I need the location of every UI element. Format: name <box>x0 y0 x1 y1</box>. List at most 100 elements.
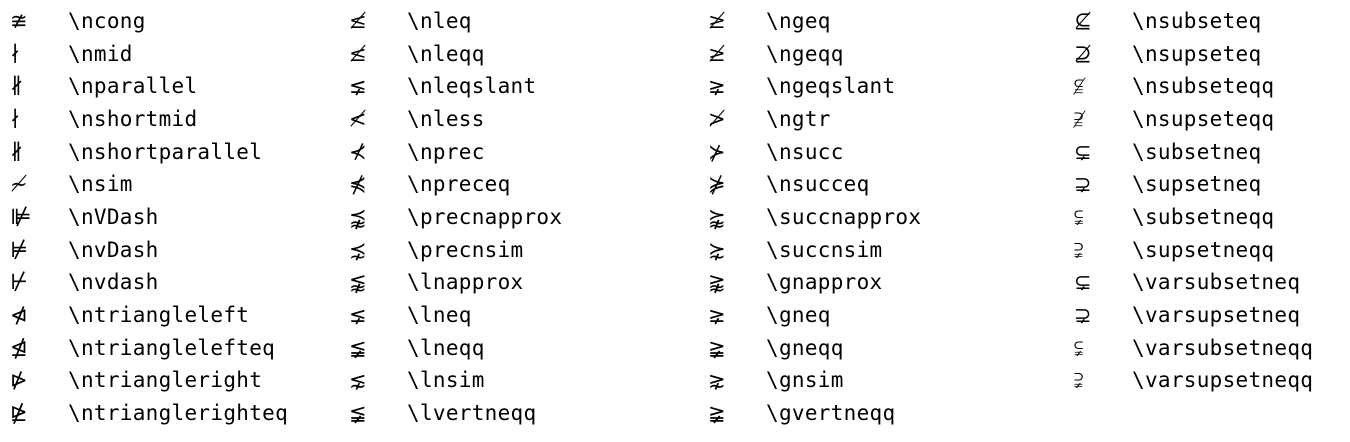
math-symbol: ≩ <box>708 335 726 360</box>
math-symbol: ⫆̸ <box>1074 106 1084 131</box>
symbol-row: ⋠\npreceq <box>347 168 562 201</box>
latex-command: \nparallel <box>68 74 198 99</box>
math-symbol: ⪊ <box>708 270 726 295</box>
symbol-row: ⫅̸ \nsubseteqq <box>1072 70 1313 103</box>
symbol-row: ≩\gneqq <box>706 332 921 365</box>
symbol-row: ≮\nless <box>347 103 562 136</box>
latex-command: \ntriangleleft <box>68 303 250 328</box>
symbol-row: ∤ \nshortmid <box>8 103 288 136</box>
latex-command: \supsetneq <box>1132 172 1262 197</box>
latex-command: \gnsim <box>766 368 844 393</box>
symbol-row: ∤ \nmid <box>8 38 288 71</box>
symbol-row: ⋫\ntriangleright <box>8 365 288 398</box>
latex-command: \ntriangleright <box>68 368 263 393</box>
latex-command: \ngeqslant <box>766 74 896 99</box>
symbol-row: ⪊\gnapprox <box>706 267 921 300</box>
symbol-row: ⊉\nsupseteq <box>1072 38 1313 71</box>
latex-command: \nsupseteqq <box>1132 106 1275 131</box>
math-symbol: ⪺ <box>708 204 726 229</box>
symbol-row: ≯ \ngtr <box>706 103 921 136</box>
symbol-row: ⊊\subsetneq <box>1072 136 1313 169</box>
latex-command: \nsucc <box>766 139 844 164</box>
symbol-row: ⪇ \nleqslant <box>347 70 562 103</box>
symbol-row: ⊋ \varsupsetneq <box>1072 299 1313 332</box>
math-symbol: ⊋ <box>1074 303 1092 328</box>
latex-command: \nsubseteq <box>1132 8 1262 33</box>
math-symbol: ⊯ <box>10 204 32 229</box>
latex-command: \lneq <box>407 303 472 328</box>
symbol-row: ⋩\succnsim <box>706 234 921 267</box>
latex-command: \nmid <box>68 41 133 66</box>
latex-command: \nsim <box>68 172 133 197</box>
symbol-row: ⊈ \nsubseteq <box>1072 5 1313 38</box>
latex-command: \precnsim <box>407 237 524 262</box>
math-symbol: ⪈ <box>708 303 726 328</box>
latex-command: \lvertneqq <box>407 401 537 426</box>
math-symbol: ⋪ <box>10 303 28 328</box>
math-symbol: ⊋ <box>1074 172 1092 197</box>
latex-command: \nleqq <box>407 41 485 66</box>
symbol-row: ⋧\gnsim <box>706 365 921 398</box>
math-symbol: ⋨ <box>349 237 367 262</box>
math-symbol: ∤ <box>10 106 21 131</box>
math-symbol: ≨ <box>349 335 367 360</box>
math-symbol: ≰ <box>349 41 367 66</box>
latex-command: \lnapprox <box>407 270 524 295</box>
latex-command: \ngeqq <box>766 41 844 66</box>
latex-command: \nleqslant <box>407 74 537 99</box>
latex-command: \succnapprox <box>766 204 922 229</box>
math-symbol: ∤ <box>10 41 21 66</box>
math-symbol: ≱ <box>708 41 726 66</box>
symbol-row: ∦ \nshortparallel <box>8 136 288 169</box>
symbol-row: ≨ \lneqq <box>347 332 562 365</box>
symbol-row: ⪉ \lnapprox <box>347 267 562 300</box>
latex-command: \nshortmid <box>68 106 198 131</box>
latex-command: \precnapprox <box>407 204 563 229</box>
symbol-row: ⊀\nprec <box>347 136 562 169</box>
math-symbol: ⫌ <box>1074 368 1084 393</box>
latex-command: \nsupseteq <box>1132 41 1262 66</box>
symbol-row: ⋡\nsucceq <box>706 168 921 201</box>
math-symbol: ⫋ <box>1074 335 1084 360</box>
math-symbol: ≇ <box>10 8 28 33</box>
latex-command: \ngtr <box>766 106 831 131</box>
latex-command: \subsetneq <box>1132 139 1262 164</box>
latex-command: \nsubseteqq <box>1132 74 1275 99</box>
math-symbol: ⊀ <box>349 139 367 164</box>
math-symbol: ⊈ <box>1074 8 1092 33</box>
symbol-row: ⪹ \precnapprox <box>347 201 562 234</box>
symbol-column-3: ≱\ngeq ≱\ngeqq ⪈\ngeqslant ≯\ngtr ⊁\nsuc… <box>706 5 921 430</box>
latex-command: \gneq <box>766 303 831 328</box>
math-symbol: ≱ <box>708 8 726 33</box>
symbol-row: ≰ \nleqq <box>347 38 562 71</box>
latex-command: \varsubsetneq <box>1132 270 1301 295</box>
math-symbol: ⫌ <box>1074 237 1084 262</box>
math-symbol: ⪹ <box>349 204 367 229</box>
math-symbol: ⫅̸ <box>1074 74 1084 99</box>
latex-command: \varsupsetneq <box>1132 303 1301 328</box>
math-symbol: ⋬ <box>10 335 28 360</box>
symbol-row: ≱\ngeq <box>706 5 921 38</box>
math-symbol: ∦ <box>10 139 24 164</box>
latex-command: \varsubsetneqq <box>1132 335 1314 360</box>
symbol-row: ⪈ \gneq <box>706 299 921 332</box>
symbol-row: ⫌ \varsupsetneqq <box>1072 365 1313 398</box>
latex-command: \nvDash <box>68 237 159 262</box>
symbol-row: ≨\lvertneqq <box>347 397 562 430</box>
math-symbol: ⪉ <box>349 270 367 295</box>
symbol-column-1: ≇\ncong ∤\nmid ∦\nparallel ∤\nshortmid ∦… <box>8 5 288 430</box>
symbol-row: ⊬\nvdash <box>8 267 288 300</box>
symbol-row: ⪇\lneq <box>347 299 562 332</box>
latex-command: \varsupsetneqq <box>1132 368 1314 393</box>
math-symbol: ⪇ <box>349 74 367 99</box>
latex-command: \subsetneqq <box>1132 204 1275 229</box>
latex-command: \nshortparallel <box>68 139 263 164</box>
math-symbol: ≯ <box>708 106 726 131</box>
latex-command: \npreceq <box>407 172 511 197</box>
symbol-row: ≩\gvertneqq <box>706 397 921 430</box>
latex-command: \ntrianglerighteq <box>68 401 289 426</box>
math-symbol: ≁ <box>10 172 28 197</box>
latex-command: \lneqq <box>407 335 485 360</box>
symbol-column-4: ⊈ \nsubseteq ⊉\nsupseteq ⫅̸ \nsubseteqq ⫆̸… <box>1072 5 1313 397</box>
